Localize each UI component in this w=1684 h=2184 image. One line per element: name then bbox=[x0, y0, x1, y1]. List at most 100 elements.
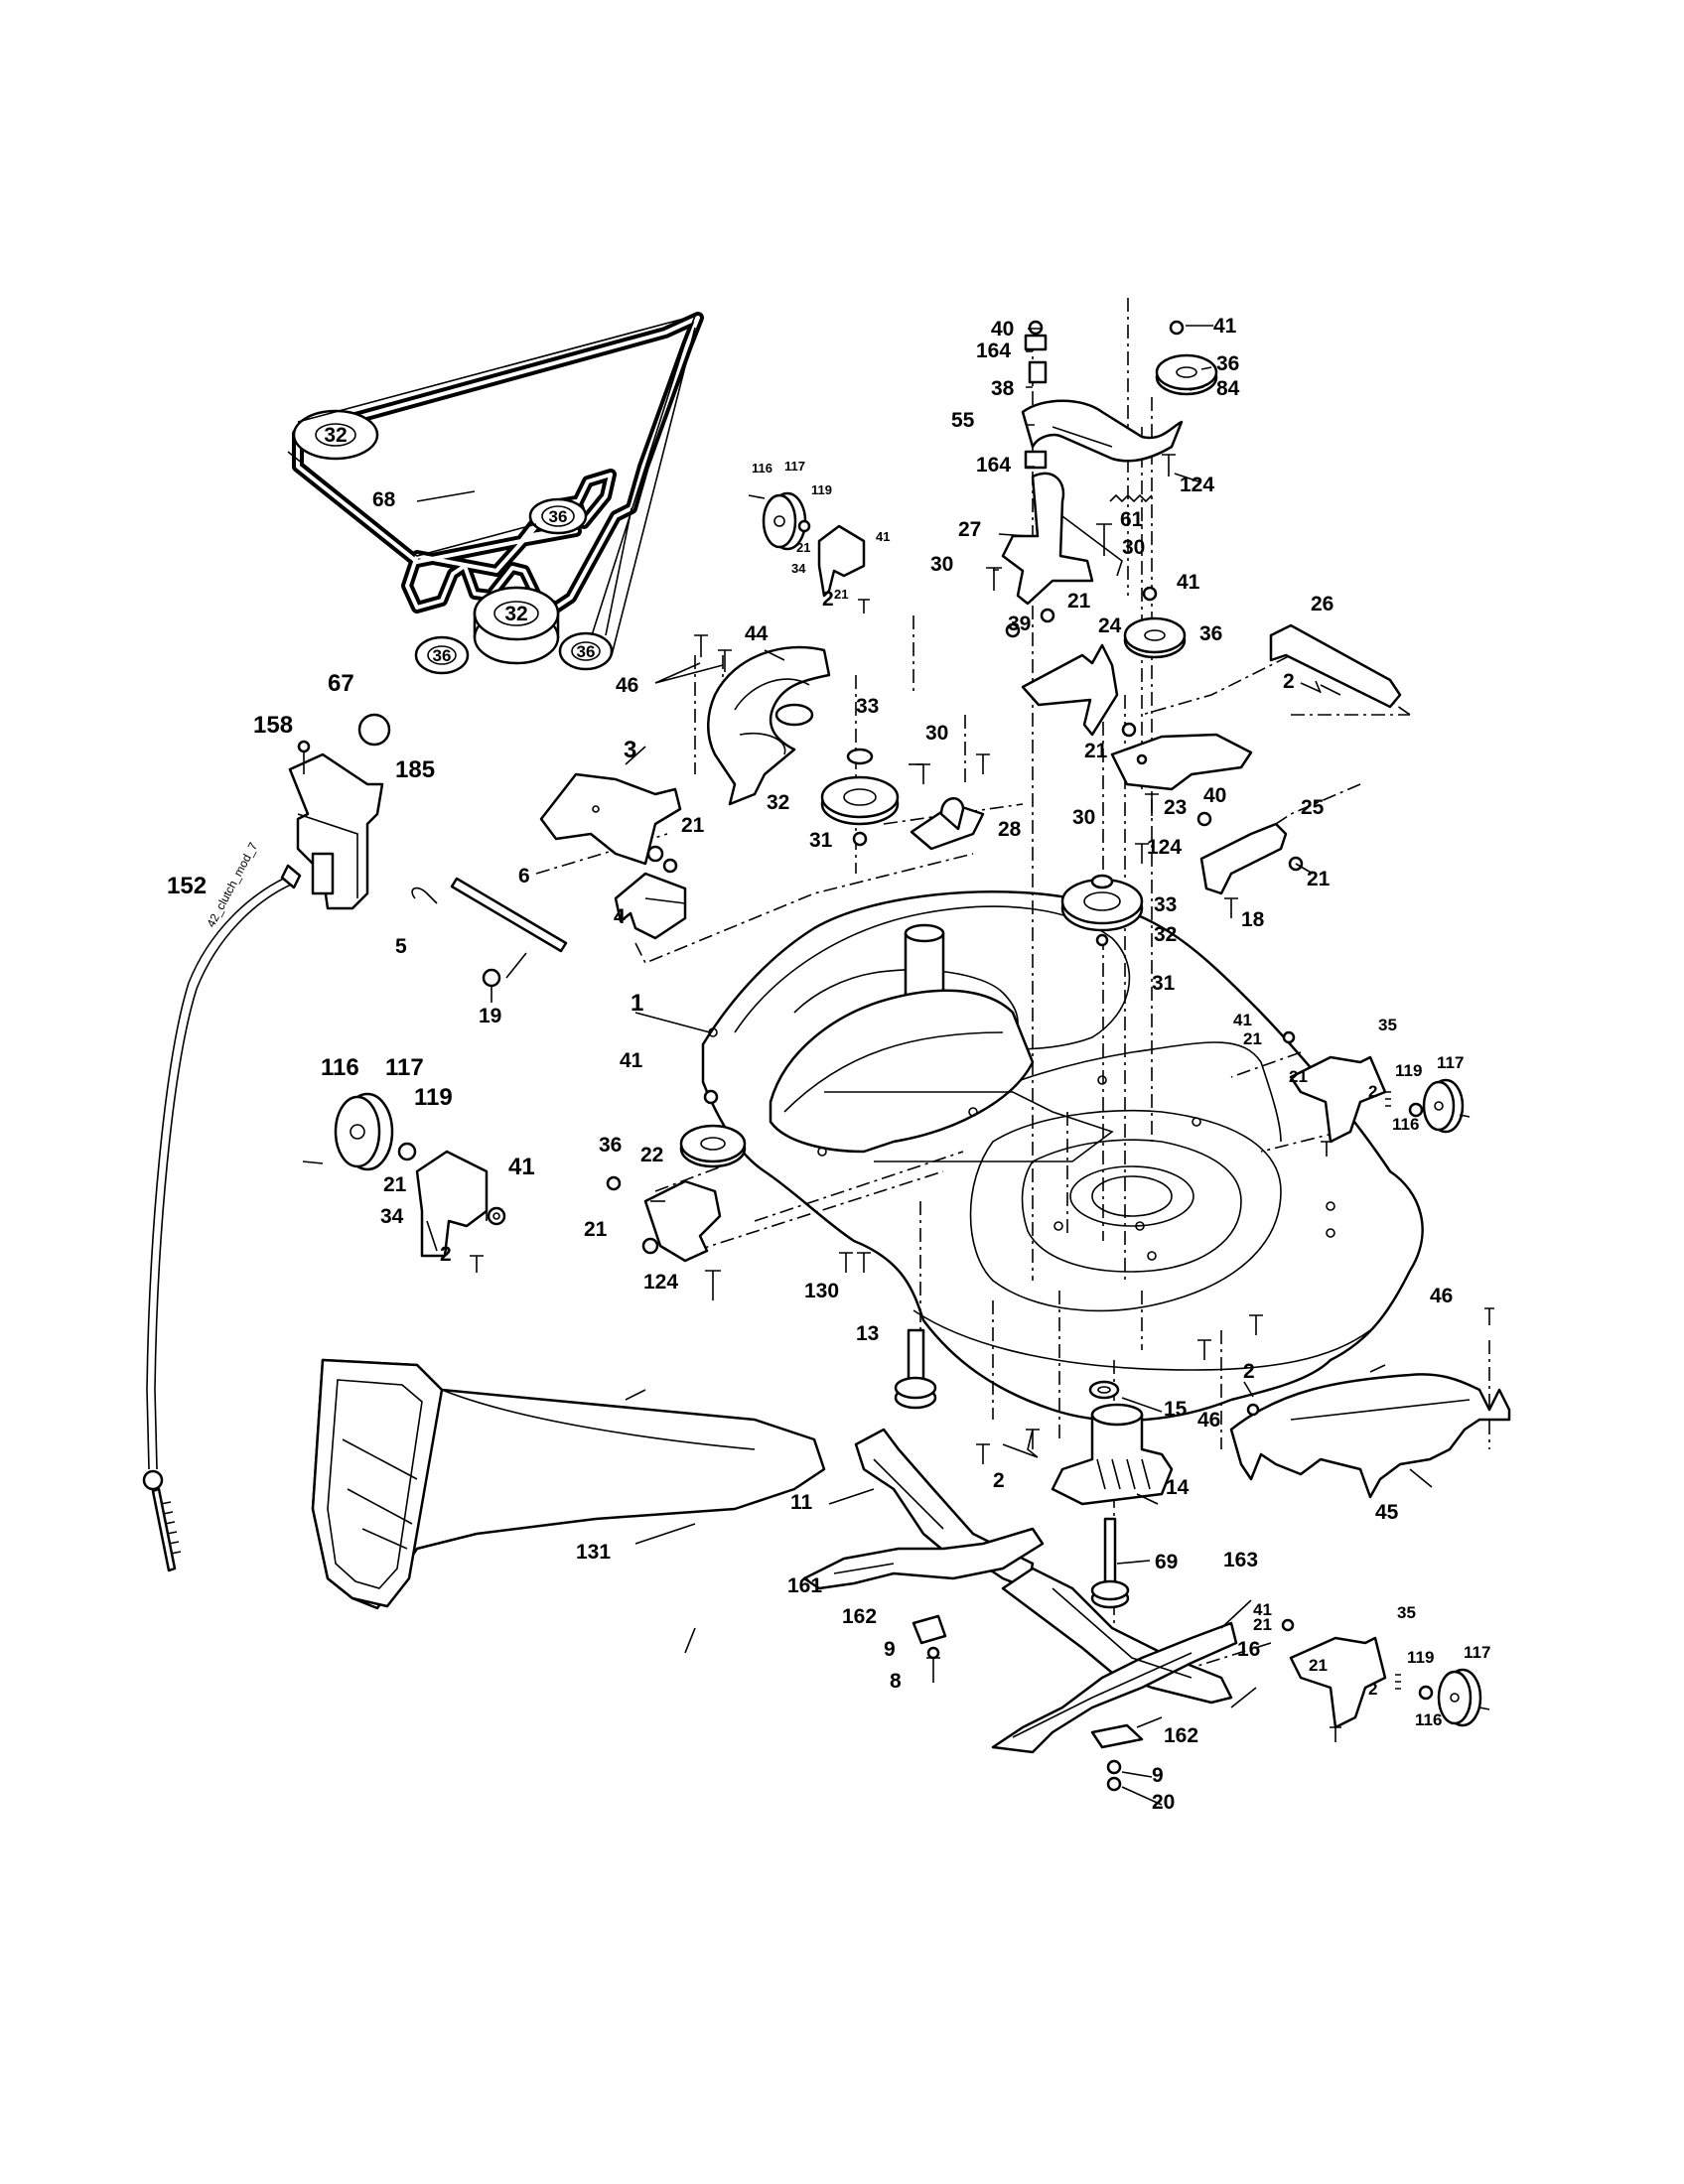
label-2: 2 bbox=[1283, 670, 1295, 693]
label-21: 21 bbox=[1307, 868, 1331, 890]
anti-scalp-wheel-right-upper bbox=[1282, 1030, 1471, 1157]
drive-belt: 32 36 32 36 36 bbox=[287, 312, 704, 675]
label-25: 25 bbox=[1301, 796, 1325, 819]
label-30: 30 bbox=[1072, 806, 1095, 829]
label-119: 119 bbox=[811, 482, 832, 497]
deck-baffle bbox=[1229, 1307, 1511, 1499]
belt-pulley-36-middle: 36 bbox=[528, 497, 588, 535]
label-26: 26 bbox=[1311, 593, 1333, 615]
label-21: 21 bbox=[1309, 1656, 1328, 1675]
label-11: 11 bbox=[790, 1491, 813, 1514]
svg-text:32: 32 bbox=[504, 603, 527, 625]
label-14: 14 bbox=[1166, 1476, 1190, 1499]
label-21: 21 bbox=[681, 814, 705, 837]
mower-deck-housing bbox=[701, 890, 1424, 1423]
label-117: 117 bbox=[1464, 1643, 1490, 1662]
label-21: 21 bbox=[584, 1218, 608, 1241]
label-67: 67 bbox=[328, 670, 354, 697]
label-5: 5 bbox=[395, 935, 407, 958]
label-4: 4 bbox=[614, 905, 626, 928]
label-164: 164 bbox=[976, 340, 1011, 362]
label-2: 2 bbox=[993, 1469, 1005, 1492]
label-164: 164 bbox=[976, 454, 1011, 477]
label-8: 8 bbox=[890, 1670, 902, 1693]
label-32: 32 bbox=[1154, 923, 1177, 946]
label-117: 117 bbox=[385, 1054, 424, 1081]
callout-lead-lines bbox=[416, 325, 1433, 1806]
label-33: 33 bbox=[1154, 893, 1177, 916]
label-45: 45 bbox=[1375, 1501, 1399, 1524]
label-35: 35 bbox=[1378, 1016, 1397, 1034]
label-2: 2 bbox=[1243, 1360, 1255, 1383]
label-21: 21 bbox=[383, 1173, 407, 1196]
label-9: 9 bbox=[1152, 1764, 1164, 1787]
discharge-chute bbox=[311, 1358, 826, 1610]
svg-text:36: 36 bbox=[433, 646, 452, 665]
label-40: 40 bbox=[1203, 784, 1226, 807]
label-162: 162 bbox=[842, 1605, 877, 1628]
label-46: 46 bbox=[1197, 1409, 1220, 1432]
label-31: 31 bbox=[809, 829, 833, 852]
label-69: 69 bbox=[1155, 1551, 1178, 1573]
label-36: 36 bbox=[599, 1134, 622, 1157]
label-30: 30 bbox=[930, 553, 953, 576]
label-6: 6 bbox=[518, 865, 530, 887]
label-15: 15 bbox=[1164, 1398, 1188, 1421]
label-35: 35 bbox=[1397, 1603, 1416, 1622]
label-21: 21 bbox=[1067, 590, 1091, 613]
label-21: 21 bbox=[1243, 1029, 1262, 1048]
label-185: 185 bbox=[395, 756, 435, 783]
label-61: 61 bbox=[1120, 508, 1144, 531]
label-130: 130 bbox=[804, 1280, 839, 1302]
belt-pulley-36-right: 36 bbox=[558, 631, 614, 671]
label-39: 39 bbox=[1008, 613, 1031, 635]
label-2: 2 bbox=[822, 588, 834, 611]
label-36: 36 bbox=[1216, 352, 1239, 375]
label-40: 40 bbox=[991, 318, 1014, 341]
label-41: 41 bbox=[1253, 1600, 1272, 1619]
label-41: 41 bbox=[1233, 1011, 1252, 1029]
label-30: 30 bbox=[1122, 536, 1145, 559]
label-152: 152 bbox=[167, 873, 207, 899]
label-18: 18 bbox=[1241, 908, 1265, 931]
label-46: 46 bbox=[1430, 1285, 1453, 1307]
label-27: 27 bbox=[958, 518, 981, 541]
label-41: 41 bbox=[1177, 571, 1200, 594]
label-1: 1 bbox=[631, 990, 643, 1017]
svg-text:32: 32 bbox=[324, 424, 347, 447]
label-36: 36 bbox=[1199, 622, 1222, 645]
label-34: 34 bbox=[380, 1205, 404, 1228]
label-119: 119 bbox=[414, 1084, 453, 1111]
label-31: 31 bbox=[1152, 972, 1176, 995]
svg-text:36: 36 bbox=[549, 507, 568, 526]
label-116: 116 bbox=[1415, 1710, 1442, 1729]
label-124: 124 bbox=[643, 1271, 678, 1294]
anti-scalp-wheel-top-left bbox=[748, 491, 870, 614]
label-161: 161 bbox=[787, 1574, 822, 1597]
label-2: 2 bbox=[1368, 1082, 1377, 1101]
callout-numbers: 1 2 2 2 2 2 2 2 3 4 5 6 8 9 9 11 13 14 1… bbox=[167, 315, 1490, 1814]
anti-scalp-wheel-right-lower bbox=[1281, 1618, 1490, 1742]
label-33: 33 bbox=[856, 695, 879, 718]
belt-pulley-32-bottom: 32 bbox=[473, 586, 560, 665]
label-124: 124 bbox=[1180, 474, 1214, 496]
deck-drive-parts bbox=[411, 634, 990, 1003]
label-41: 41 bbox=[620, 1049, 643, 1072]
label-119: 119 bbox=[1407, 1648, 1434, 1667]
label-158: 158 bbox=[253, 712, 293, 739]
label-30: 30 bbox=[925, 722, 948, 745]
label-41: 41 bbox=[508, 1154, 535, 1180]
label-131: 131 bbox=[576, 1541, 611, 1564]
label-2: 2 bbox=[440, 1243, 452, 1266]
label-46: 46 bbox=[616, 674, 638, 697]
label-21: 21 bbox=[796, 540, 810, 555]
label-68: 68 bbox=[372, 488, 396, 511]
label-55: 55 bbox=[951, 409, 975, 432]
label-38: 38 bbox=[991, 377, 1015, 400]
label-116: 116 bbox=[752, 461, 772, 476]
label-116: 116 bbox=[321, 1054, 359, 1081]
label-41: 41 bbox=[876, 529, 890, 544]
label-24: 24 bbox=[1098, 614, 1122, 637]
label-84: 84 bbox=[1216, 377, 1240, 400]
label-32: 32 bbox=[767, 791, 789, 814]
